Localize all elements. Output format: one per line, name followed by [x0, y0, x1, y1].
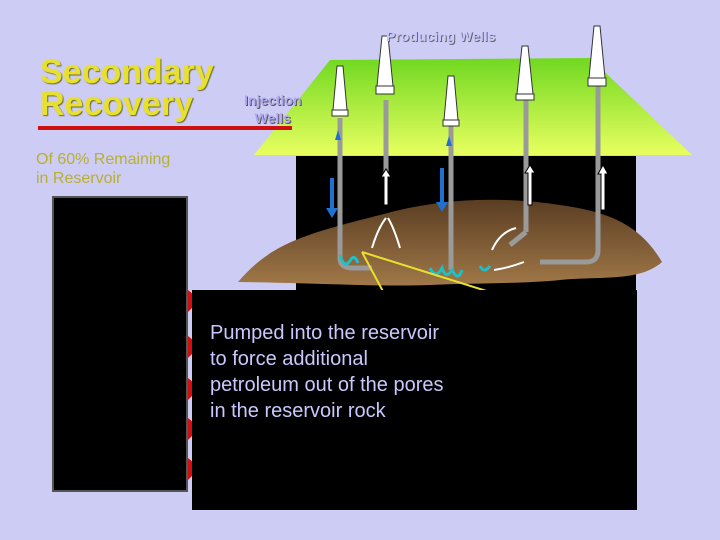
- description-text: Pumped into the reservoir to force addit…: [210, 322, 444, 422]
- method-gas: Gas: [107, 338, 150, 364]
- methods-panel: [52, 196, 188, 492]
- title-line-1: Secondary: [40, 53, 214, 91]
- method-water: Water: [89, 296, 151, 322]
- methods-list: Water Gas Steam Chemical Fire: [20, 292, 170, 492]
- title-underline: [38, 126, 292, 130]
- injection-label-line-2: Wells: [254, 110, 291, 126]
- producing-wells-label: Producing Wells: [386, 28, 496, 44]
- ground-surface: [254, 58, 692, 155]
- subtitle: Of 60% Remaining in Reservoir: [36, 150, 170, 188]
- method-steam: Steam: [83, 378, 150, 404]
- method-chemical: Chemical: [54, 418, 150, 444]
- injection-label-line-1: Injection: [244, 92, 302, 108]
- derrick-icons: [331, 25, 607, 127]
- subtitle-line-2: in Reservoir: [36, 170, 122, 187]
- page-title: Secondary Recovery: [40, 53, 214, 123]
- injection-wells-label: Injection Wells: [244, 91, 302, 127]
- method-fire: Fire: [110, 458, 150, 484]
- description-panel: [192, 290, 637, 510]
- title-line-2: Recovery: [40, 85, 194, 123]
- subtitle-line-1: Of 60% Remaining: [36, 151, 171, 168]
